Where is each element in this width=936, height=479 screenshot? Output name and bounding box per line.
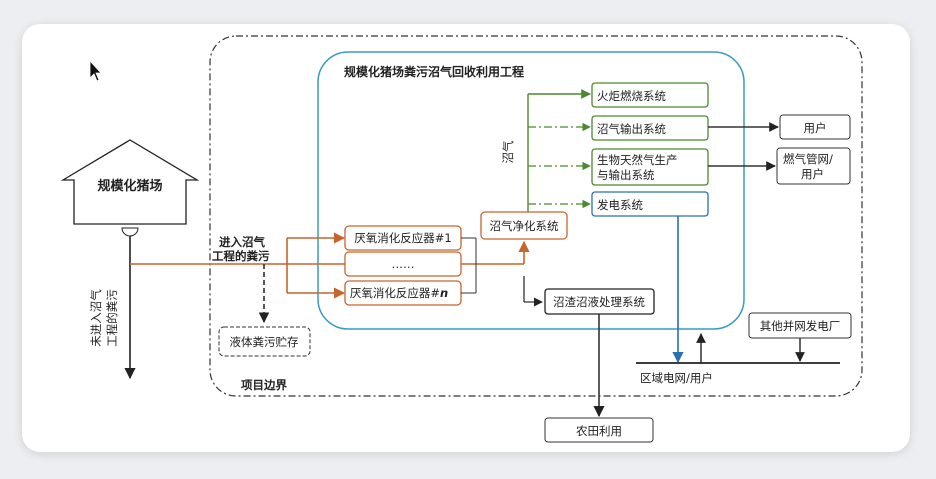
- manure-in-label-2: 工程的粪污: [212, 249, 270, 263]
- storage-label: 液体粪污贮存: [230, 335, 299, 349]
- reactor-n-label: 厌氧消化反应器#n: [350, 286, 448, 300]
- storage-box: [218, 326, 311, 357]
- untreated-manure-label-2: 工程的粪污: [105, 289, 119, 347]
- reactor-n-suffix: n: [440, 286, 448, 300]
- gas-grid-label-2: 用户: [801, 167, 824, 181]
- user-label: 用户: [804, 121, 827, 135]
- grid-label: 区域电网/用户: [640, 371, 713, 385]
- project-title: 规模化猪场粪污沼气回收利用工程: [344, 64, 524, 79]
- farmland-box: [544, 417, 654, 443]
- power-gen-label: 发电系统: [597, 198, 643, 212]
- project-boundary-frame: [209, 35, 863, 397]
- bio-ng-label-2: 与输出系统: [597, 168, 655, 182]
- reactor-dots-box: [344, 251, 462, 277]
- gas-grid-box: [776, 147, 851, 185]
- flare-box: [591, 82, 709, 108]
- purification-label: 沼气净化系统: [490, 219, 559, 233]
- bio-ng-box: [591, 148, 709, 186]
- biogas-label: 沼气: [501, 140, 515, 163]
- farmland-label: 农田利用: [576, 424, 622, 438]
- purification-box: [480, 211, 568, 240]
- gas-grid-label-1: 燃气管网/: [783, 152, 833, 166]
- biogas-output-box: [591, 115, 709, 141]
- user-box: [779, 114, 851, 140]
- biogas-project-frame: [317, 51, 745, 330]
- manure-in-label-1: 进入沼气: [219, 235, 265, 249]
- residue-label: 沼渣沼液处理系统: [553, 295, 645, 309]
- project-boundary-label: 项目边界: [241, 378, 287, 392]
- pig-farm-house-shape: [60, 139, 200, 225]
- reactor-n-text: 厌氧消化反应器#: [350, 286, 440, 300]
- pig-farm-label: 规模化猪场: [97, 178, 162, 194]
- pig-farm-outlet-shape: [121, 227, 139, 237]
- other-plants-label: 其他并网发电厂: [760, 319, 841, 333]
- power-gen-box: [591, 191, 709, 217]
- reactor-dots-label: ……: [392, 257, 415, 271]
- untreated-manure-label-1: 未进入沼气: [89, 289, 103, 347]
- biogas-output-label: 沼气输出系统: [597, 122, 666, 136]
- pig-farm-node: 规模化猪场: [60, 139, 200, 237]
- reactor-1-label: 厌氧消化反应器#1: [354, 231, 451, 245]
- bio-ng-label-1: 生物天然气生产: [597, 153, 678, 167]
- flare-label: 火炬燃烧系统: [597, 89, 666, 103]
- mouse-cursor-icon: [89, 59, 102, 82]
